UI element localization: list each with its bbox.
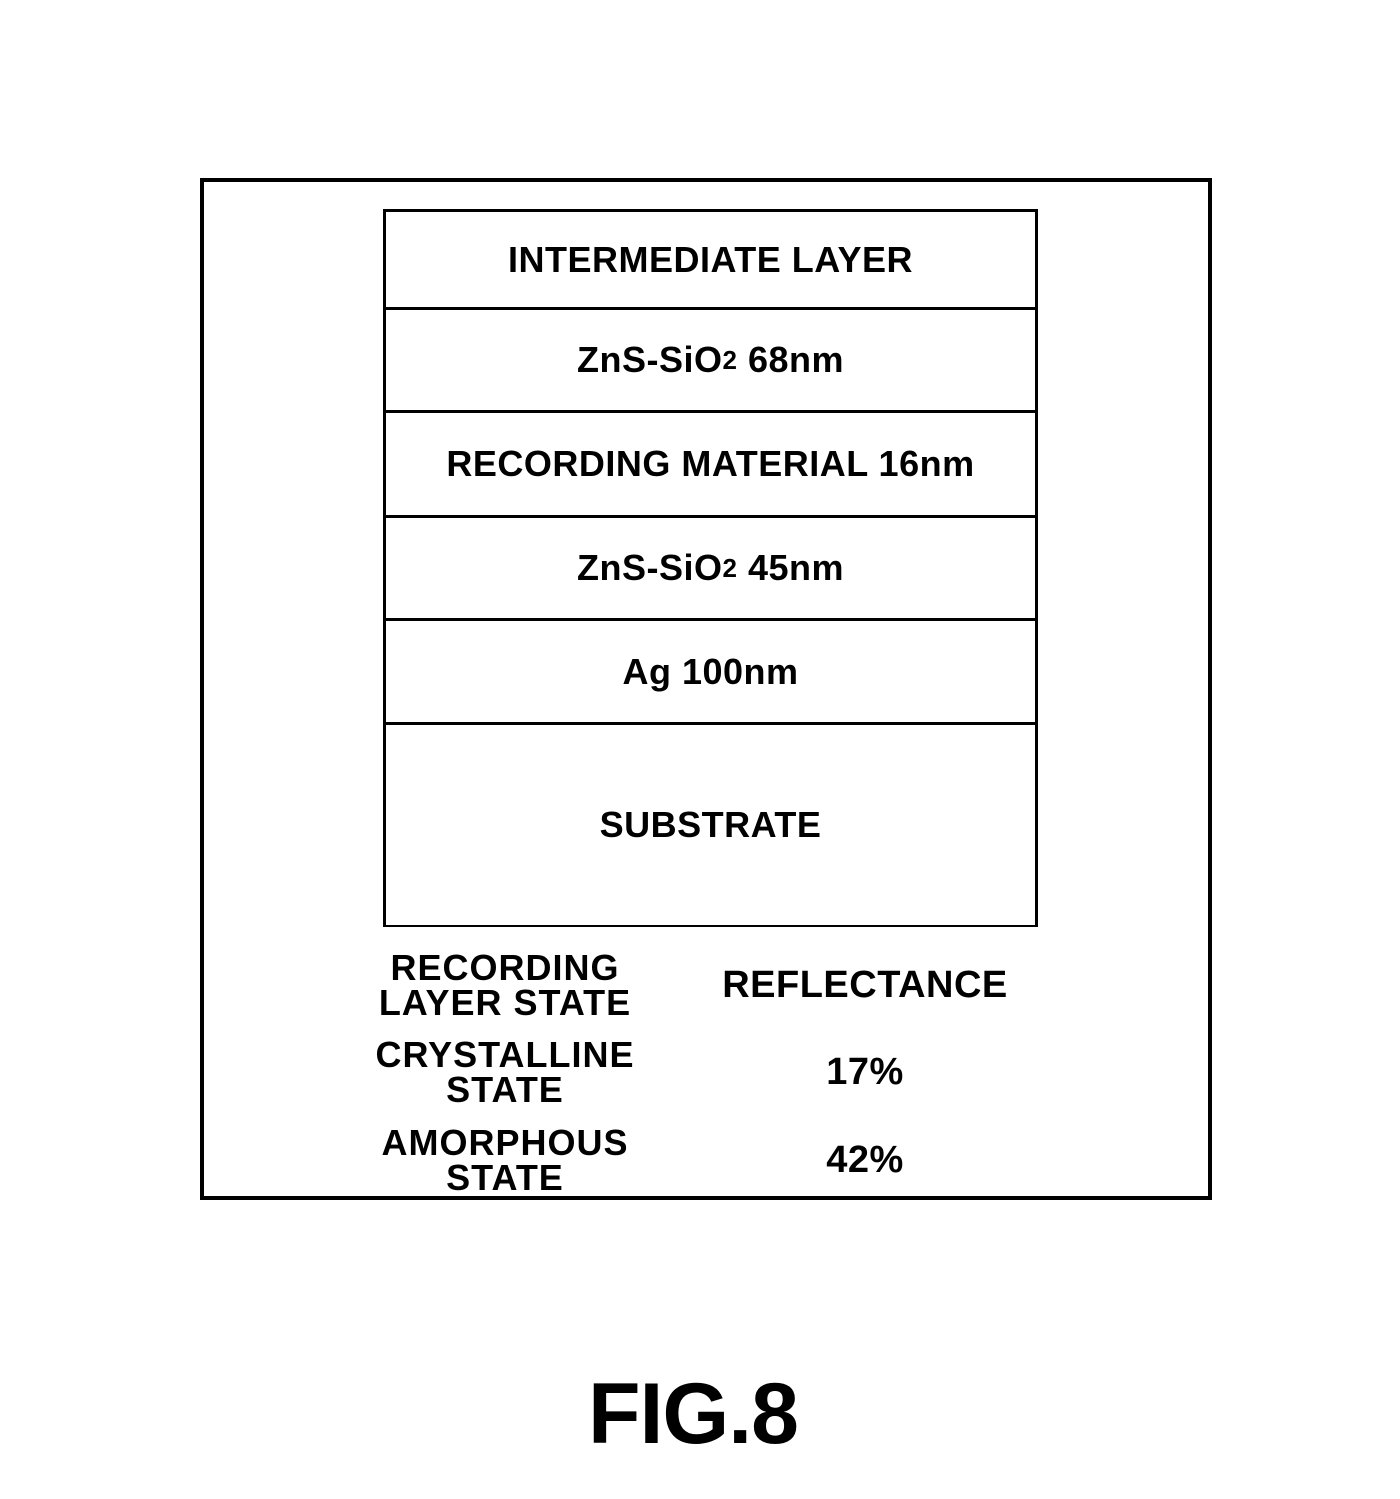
layer-label-suffix: 68nm	[737, 339, 844, 380]
state-line: CRYSTALLINE	[375, 1034, 635, 1075]
layer-ag: Ag 100nm	[386, 621, 1035, 725]
layer-label: SUBSTRATE	[599, 804, 822, 845]
table-row-amorphous: AMORPHOUS STATE 42%	[345, 1116, 1065, 1204]
reflectance-value: 17%	[826, 1050, 904, 1093]
state-label: AMORPHOUS STATE	[345, 1122, 665, 1198]
header-reflectance: REFLECTANCE	[722, 963, 1008, 1006]
state-label: CRYSTALLINE STATE	[345, 1034, 665, 1110]
layer-recording-material: RECORDING MATERIAL 16nm	[386, 413, 1035, 518]
reflectance-value: 42%	[826, 1138, 904, 1181]
state-line: STATE	[446, 1069, 564, 1110]
header-line: LAYER STATE	[378, 982, 632, 1023]
table-header-row: RECORDING LAYER STATE REFLECTANCE	[345, 942, 1065, 1028]
layer-label: Ag 100nm	[622, 650, 799, 692]
header-line: RECORDING	[390, 947, 620, 988]
layer-substrate: SUBSTRATE	[386, 725, 1035, 925]
table-row-crystalline: CRYSTALLINE STATE 17%	[345, 1028, 1065, 1116]
state-line: STATE	[446, 1157, 564, 1198]
figure-frame	[200, 178, 1212, 1200]
state-line: AMORPHOUS	[381, 1122, 629, 1163]
reflectance-table: RECORDING LAYER STATE REFLECTANCE CRYSTA…	[345, 942, 1065, 1204]
layer-label: ZnS-SiO	[576, 547, 723, 588]
layer-label: RECORDING MATERIAL 16nm	[446, 443, 975, 484]
header-recording-layer-state: RECORDING LAYER STATE	[345, 947, 665, 1023]
layer-label: ZnS-SiO	[576, 339, 723, 380]
layer-label: INTERMEDIATE LAYER	[507, 238, 914, 280]
layer-label-suffix: 45nm	[737, 547, 844, 588]
layer-intermediate: INTERMEDIATE LAYER	[386, 212, 1035, 310]
figure-label: FIG.8	[587, 1366, 799, 1462]
